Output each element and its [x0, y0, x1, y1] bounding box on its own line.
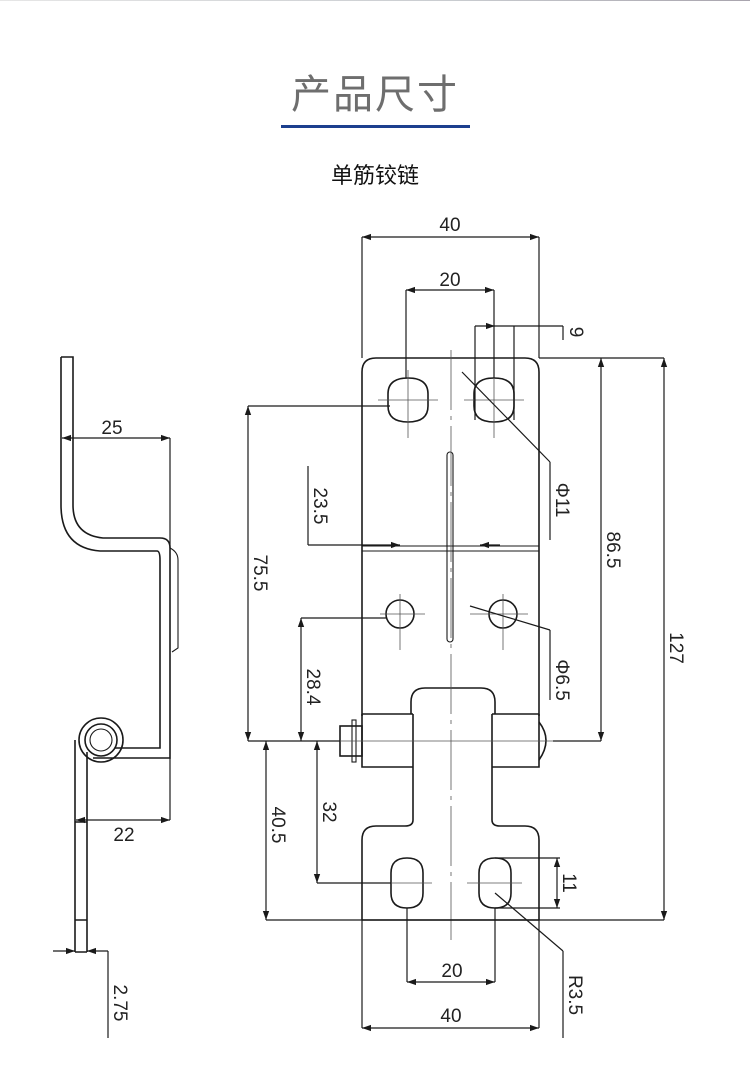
bottom-left-slot	[390, 857, 424, 909]
dim-label-phi-11: Φ11	[551, 483, 572, 518]
dim-label-11: 11	[558, 873, 579, 893]
dim-label-r-3-5: R3.5	[564, 975, 585, 1015]
side-profile-flange	[169, 547, 179, 653]
side-view: 25 22 2.75	[53, 356, 179, 1038]
dim-label-phi-6-5: Φ6.5	[551, 659, 572, 701]
knuckle-outline	[361, 687, 540, 768]
side-profile-inner	[60, 357, 161, 749]
dim-label-bottom-40: 40	[440, 1006, 461, 1027]
title-underline	[281, 125, 470, 128]
dim-label-25: 25	[101, 418, 122, 439]
top-left-hole	[387, 377, 429, 423]
lower-leaf-outline	[361, 714, 540, 920]
dim-label-127: 127	[665, 632, 686, 664]
dim-label-2-75: 2.75	[109, 985, 130, 1022]
side-lower-leaf	[74, 740, 88, 953]
hinge-knuckle-inner	[84, 723, 118, 757]
dim-label-23-5: 23.5	[309, 488, 330, 525]
dim-label-40-5: 40.5	[267, 807, 288, 844]
upper-leaf-outline	[361, 357, 540, 716]
center-rib-slot	[446, 451, 454, 643]
top-border-line	[0, 0, 750, 1]
dim-label-32: 32	[318, 801, 339, 822]
product-name: 单筋铰链	[330, 164, 419, 189]
dim-label-75-5: 75.5	[249, 555, 270, 592]
leader-phi-6-5	[469, 605, 551, 631]
hinge-knuckle-outer	[78, 717, 124, 763]
dim-label-9: 9	[565, 327, 586, 338]
dim-label-top-40: 40	[439, 215, 460, 236]
leader-phi-11	[461, 371, 551, 463]
dim-label-top-20: 20	[439, 270, 460, 291]
leader-r-3-5	[494, 892, 564, 952]
page-title: 产品尺寸	[291, 72, 459, 118]
front-view: 40 20 9 Φ11 23.5 75.5 28.4 Φ6.5	[244, 215, 686, 1038]
dim-label-22: 22	[113, 825, 134, 846]
hinge-pin	[89, 728, 113, 752]
dim-label-86-5: 86.5	[602, 532, 623, 569]
pin-head-right	[538, 721, 547, 761]
dim-label-bottom-20: 20	[441, 961, 462, 982]
dim-label-28-4: 28.4	[302, 669, 323, 706]
bottom-right-slot	[478, 857, 512, 909]
